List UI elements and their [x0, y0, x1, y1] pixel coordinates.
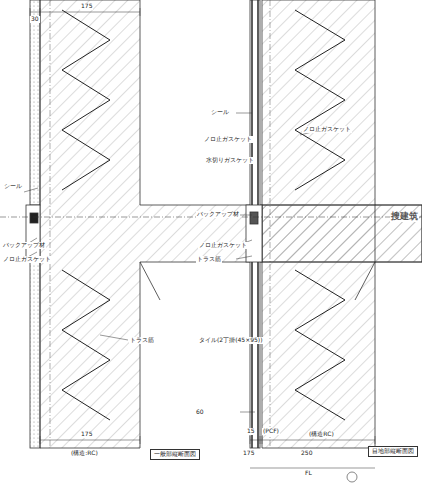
part-label: 水切りガスケット [205, 157, 255, 164]
part-label: シール [210, 109, 230, 116]
caption-box: 一般部縦断面図 [150, 449, 200, 460]
part-label: シール [3, 183, 23, 190]
dimension: 175 [80, 431, 93, 438]
dimension: 175 [80, 3, 93, 10]
caption-box: 目地部縦断面図 [368, 446, 418, 457]
part-label: トラス筋 [196, 256, 222, 263]
dimension: (構造RC) [308, 431, 335, 438]
dimension: FL [304, 470, 313, 477]
part-label: (構造:RC) [70, 450, 99, 457]
part-label: バックアップ材 [2, 242, 46, 249]
part-label: ノロ止ガスケット [302, 126, 352, 133]
truss-rebar [295, 270, 345, 420]
part-label: バックアップ材 [196, 211, 240, 218]
caption-text: 目地部縦断面図 [372, 447, 414, 454]
part-label: トラス筋 [129, 337, 155, 344]
part-label: ノロ止ガスケット [2, 256, 52, 263]
dimension: 30 [30, 16, 40, 23]
part-label: タイル(2丁掛(45×95)) [198, 337, 263, 344]
truss-rebar [62, 270, 110, 420]
dimension: 15 [246, 428, 256, 435]
caption-text: 一般部縦断面図 [154, 450, 196, 457]
part-label: ノロ止ガスケット [198, 242, 248, 249]
level-mark: 搜建筑 [390, 212, 419, 222]
part-label: ノロ止ガスケット [203, 136, 253, 143]
part-label: 60 [195, 409, 205, 416]
truss-rebar [295, 10, 345, 190]
part-label: 250 [300, 450, 313, 457]
dimension: (PCF) [262, 428, 280, 435]
part-label: 175 [242, 450, 255, 457]
truss-rebar [62, 10, 110, 190]
